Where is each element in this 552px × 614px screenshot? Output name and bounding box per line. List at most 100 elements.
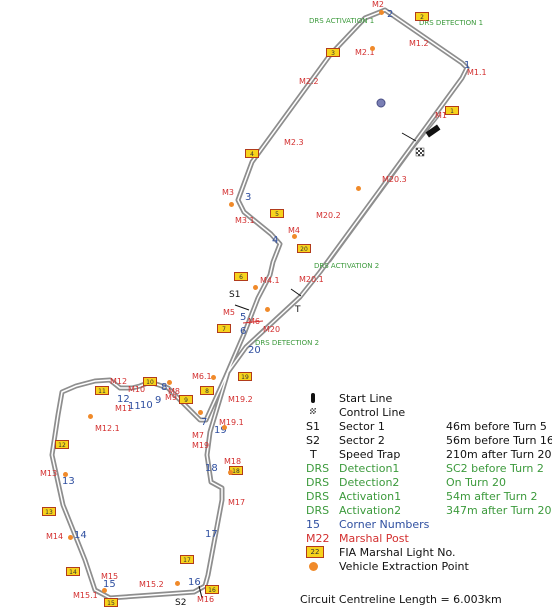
track-centerline [51,9,468,599]
fia-light-16: 16 [205,585,219,594]
marshal-post-m4-1: M4.1 [260,276,280,285]
turn-7: 7 [201,417,208,428]
marshal-post-m15: M15 [101,572,119,581]
turn-2: 2 [387,9,394,20]
track-outline [49,7,470,601]
turn-4: 4 [272,235,279,246]
drs-detection2-label: DRS DETECTION 2 [255,339,320,347]
legend-drs-act1-name: Activation1 [339,490,402,503]
legend-start-line-label: Start Line [339,392,393,405]
circuit-length-footer: Circuit Centreline Length = 6.003km [300,593,502,606]
legend-s2-name: Sector 2 [339,434,385,447]
marshal-post-m16: M16 [197,595,215,604]
marshal-post-m1-2: M1.2 [409,39,429,48]
fia-light-7: 7 [217,324,231,333]
turn-8: 8 [161,382,168,393]
fia-light-10: 10 [143,377,157,386]
vehicle-extraction-point [198,410,203,415]
fia-light-19: 19 [238,372,252,381]
vehicle-extraction-point [253,285,258,290]
vehicle-extraction-point [222,425,227,430]
drs-detection1-label: DRS DETECTION 1 [419,19,484,27]
sector1-label: S1 [229,290,241,300]
marshal-post-m11: M11 [115,404,133,413]
speed-trap-label: T [295,305,301,315]
drs-detection-line [242,320,264,324]
legend-marshal-name: Marshal Post [339,532,409,545]
turn-17: 17 [205,529,218,540]
turn-10: 10 [140,400,153,411]
legend-s2-key: S2 [306,434,320,447]
legend-drs-det2-desc: On Turn 20 [446,476,506,489]
legend-light-key: 22 [306,546,324,558]
turn-19: 19 [214,425,227,436]
turn-9: 9 [155,395,162,406]
fia-light-5: 5 [270,209,284,218]
sector2-line [198,585,203,599]
vehicle-extraction-point [88,414,93,419]
legend-marshal-key: M22 [306,532,330,545]
vehicle-extraction-point [265,307,270,312]
fia-light-12: 12 [55,440,69,449]
legend-drs-act2-desc: 347m after Turn 20 [446,504,552,517]
marshal-post-m1: M1 [435,111,447,120]
turn-14: 14 [74,530,87,541]
marshal-post-m7: M7 [192,431,204,440]
vehicle-extraction-point [370,46,375,51]
vehicle-extraction-point [292,234,297,239]
legend-drs-act2-name: Activation2 [339,504,402,517]
marshal-post-m6: M6 [248,317,260,326]
fia-light-2: 2 [415,12,429,21]
marshal-post-m20-1: M20.1 [299,275,324,284]
fia-light-1: 1 [445,106,459,115]
legend-drs-det1-key: DRS [306,462,330,475]
fia-light-8: 8 [200,386,214,395]
fia-light-9: 9 [179,395,193,404]
marshal-post-m2-3: M2.3 [284,138,304,147]
pit-lane [329,114,441,263]
fia-light-3: 3 [326,48,340,57]
legend-drs-det1-desc: SC2 before Turn 2 [446,462,544,475]
marshal-post-m2: M2 [372,0,384,9]
fia-light-15: 15 [104,598,118,607]
speed-trap-line [290,288,302,297]
vehicle-extraction-point [228,470,233,475]
legend-t-name: Speed Trap [339,448,401,461]
helipad-icon [376,98,386,108]
marshal-post-m2-2: M2.2 [299,77,319,86]
drs-activation2-label: DRS ACTIVATION 2 [314,262,380,270]
marshal-post-m8: M8 [168,387,180,396]
marshal-post-m15-1: M15.1 [73,591,98,600]
legend-drs-act1-desc: 54m after Turn 2 [446,490,538,503]
legend-drs-det1-name: Detection1 [339,462,400,475]
marshal-post-m12: M12 [110,377,128,386]
turn-1: 1 [464,60,471,71]
marshal-post-m19-1: M19.1 [219,418,244,427]
legend-corner-name: Corner Numbers [339,518,430,531]
marshal-post-m5: M5 [223,308,235,317]
chequered-flag-icon [415,147,425,157]
fia-light-6: 6 [234,272,248,281]
start-line-legend-icon [311,393,315,403]
legend-s2-desc: 56m before Turn 16 [446,434,552,447]
control-line-marker [401,132,417,142]
turn-18: 18 [205,463,218,474]
vehicle-extraction-point [229,202,234,207]
marshal-post-m3: M3 [222,188,234,197]
marshal-post-m6-1: M6.1 [192,372,212,381]
fia-light-20: 20 [297,244,311,253]
marshal-post-m13: M13 [40,469,58,478]
legend-drs-det2-name: Detection2 [339,476,400,489]
turn-20: 20 [248,345,261,356]
marshal-post-m20: M20 [263,325,281,334]
fia-light-11: 11 [95,386,109,395]
fia-light-4: 4 [245,149,259,158]
legend-s1-key: S1 [306,420,320,433]
marshal-post-m20-2: M20.2 [316,211,341,220]
marshal-post-m4: M4 [288,226,300,235]
marshal-post-m15-2: M15.2 [139,580,164,589]
vehicle-extraction-point [175,581,180,586]
legend-light-name: FIA Marshal Light No. [339,546,456,559]
fia-light-17: 17 [180,555,194,564]
legend-t-key: T [310,448,317,461]
